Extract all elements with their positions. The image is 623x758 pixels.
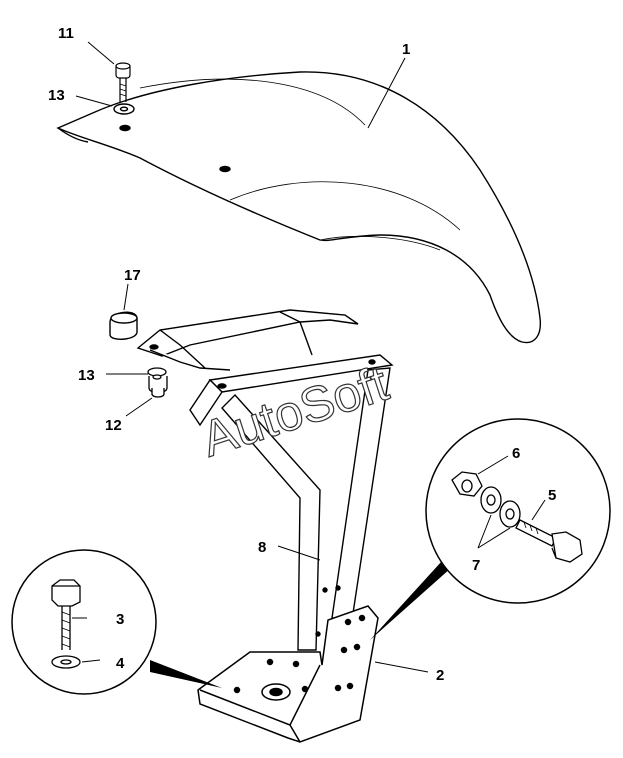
nut-washer-part <box>147 367 168 398</box>
detail-circle-right <box>370 418 611 640</box>
callout-13-mid: 13 <box>78 367 95 384</box>
callout-13-top: 13 <box>48 87 65 104</box>
callout-2: 2 <box>436 667 444 684</box>
callout-7: 7 <box>472 557 480 574</box>
washer-part <box>113 103 135 115</box>
callout-3: 3 <box>116 611 124 628</box>
cap-screw-part <box>115 62 131 102</box>
callout-4: 4 <box>116 655 125 672</box>
callout-11: 11 <box>58 25 74 42</box>
plug-part <box>109 311 138 340</box>
callout-12: 12 <box>105 417 122 434</box>
mounting-plate-part <box>197 605 379 743</box>
callout-17: 17 <box>124 267 141 284</box>
callout-5: 5 <box>548 487 556 504</box>
leader-lines <box>72 41 546 673</box>
fender-part <box>56 71 542 344</box>
callout-1: 1 <box>402 41 410 58</box>
callout-8: 8 <box>258 539 266 556</box>
support-bracket-part <box>136 309 394 651</box>
detail-circle-left <box>11 549 222 695</box>
callout-6: 6 <box>512 445 520 462</box>
